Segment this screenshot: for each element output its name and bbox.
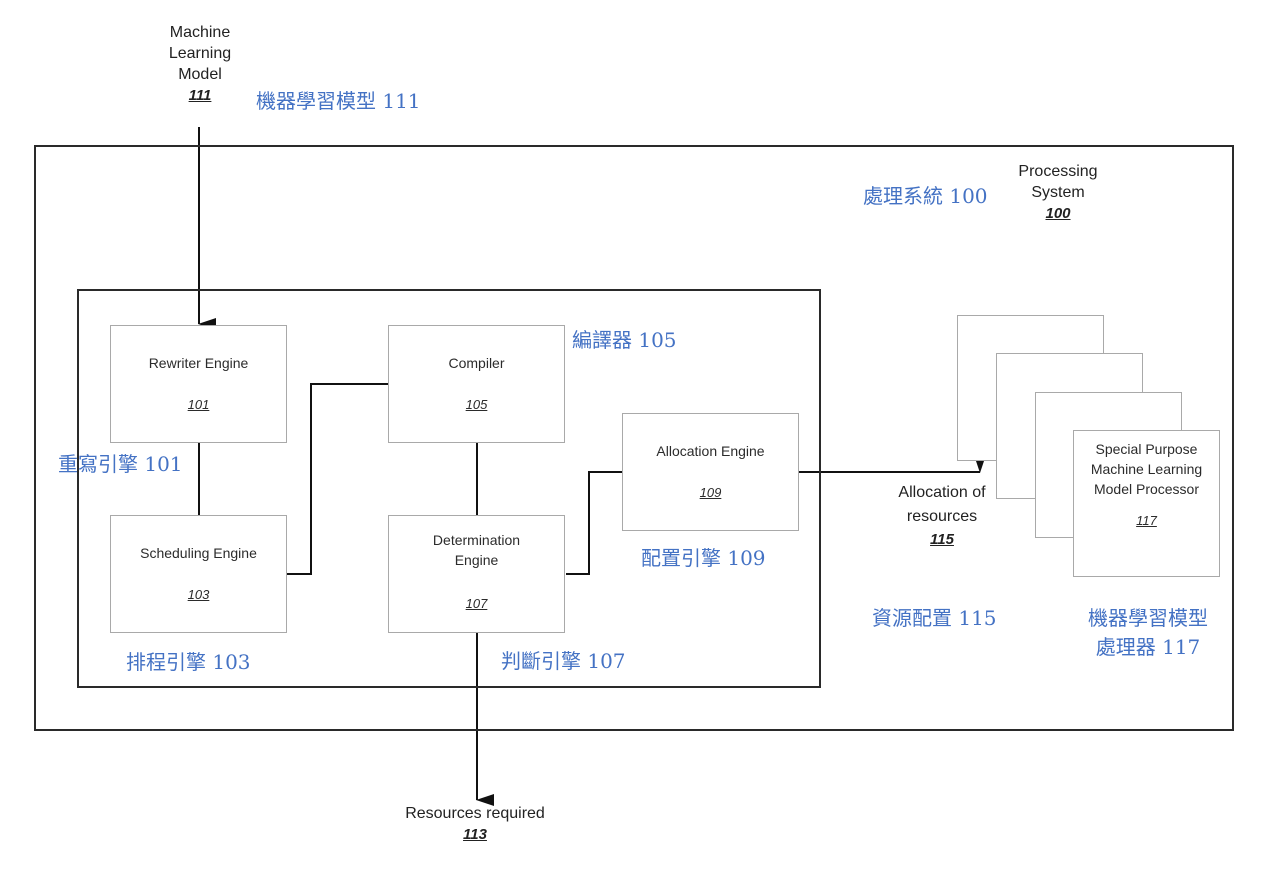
resources-required-label: Resources required 113 xyxy=(370,803,580,845)
allocation-engine-title: Allocation Engine xyxy=(656,443,765,459)
allocation-of-resources-ref: 115 xyxy=(930,531,954,548)
resources-required-title: Resources required xyxy=(405,805,545,822)
rewriter-engine-box[interactable]: Rewriter Engine 101 xyxy=(110,325,287,443)
allocation-of-resources-label: Allocation of resources 115 xyxy=(882,481,1002,550)
scheduling-engine-translation: 排程引擎 103 xyxy=(126,650,251,674)
allocation-engine-box[interactable]: Allocation Engine 109 xyxy=(622,413,799,531)
allocation-of-resources-title: Allocation of resources xyxy=(898,484,986,525)
determination-engine-ref: 107 xyxy=(465,596,488,611)
rewriter-engine-ref: 101 xyxy=(187,397,210,412)
determination-engine-box[interactable]: Determination Engine 107 xyxy=(388,515,565,633)
ml-processor-translation-line1: 機器學習模型 xyxy=(1088,606,1208,630)
ml-model-ref: 111 xyxy=(188,87,212,104)
scheduling-compiler-link xyxy=(286,383,388,575)
compiler-box[interactable]: Compiler 105 xyxy=(388,325,565,443)
allocation-engine-ref: 109 xyxy=(699,485,722,500)
compiler-ref: 105 xyxy=(465,397,488,412)
ml-processor-translation-line2: 處理器 117 xyxy=(1095,635,1201,659)
processing-system-title: Processing System xyxy=(1018,163,1098,201)
processing-system-frame xyxy=(34,145,1234,731)
rewriter-engine-title: Rewriter Engine xyxy=(148,355,249,371)
ml-processor-title: Special Purpose Machine Learning Model P… xyxy=(1090,441,1203,497)
resources-required-ref: 113 xyxy=(463,826,487,843)
scheduling-engine-ref: 103 xyxy=(187,587,210,602)
allocation-engine-translation: 配置引擎 109 xyxy=(641,546,766,570)
compiler-translation: 編譯器 105 xyxy=(572,328,677,352)
scheduling-engine-box[interactable]: Scheduling Engine 103 xyxy=(110,515,287,633)
processing-system-translation: 處理系統 100 xyxy=(863,184,988,208)
processing-system-label: Processing System 100 xyxy=(1000,161,1116,224)
determination-engine-translation: 判斷引擎 107 xyxy=(501,649,626,673)
ml-model-translation: 機器學習模型 111 xyxy=(256,89,421,113)
engine-group-frame xyxy=(77,289,821,688)
determination-engine-title: Determination Engine xyxy=(432,532,521,568)
processing-system-ref: 100 xyxy=(1045,205,1071,222)
ml-processor-box[interactable]: Special Purpose Machine Learning Model P… xyxy=(1073,430,1220,577)
rewriter-engine-translation: 重寫引擎 101 xyxy=(58,452,183,476)
ml-processor-ref: 117 xyxy=(1136,513,1157,528)
determination-allocation-link xyxy=(566,471,623,575)
scheduling-engine-title: Scheduling Engine xyxy=(140,545,257,561)
ml-model-title: Machine Learning Model xyxy=(168,24,232,83)
allocation-of-resources-translation: 資源配置 115 xyxy=(872,606,997,630)
compiler-title: Compiler xyxy=(448,355,505,371)
ml-model-label: Machine Learning Model 111 xyxy=(150,22,250,106)
